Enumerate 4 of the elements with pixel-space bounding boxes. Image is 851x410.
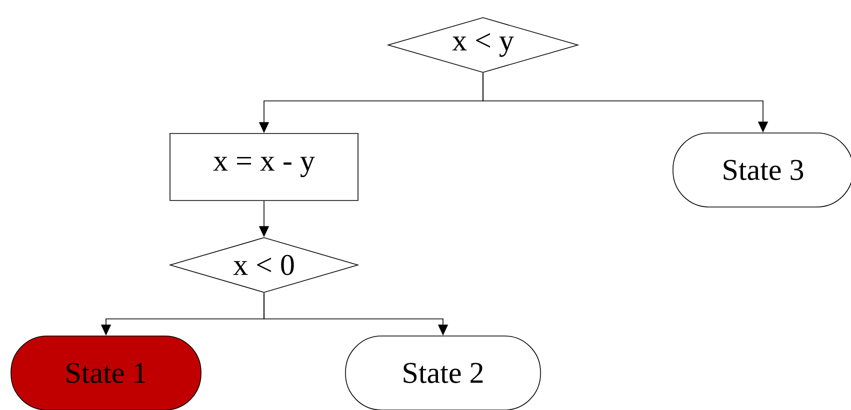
process-box: x = x - y: [170, 133, 358, 201]
state-terminal: State 2: [345, 336, 541, 410]
state-terminal: State 3: [672, 132, 851, 208]
state-terminal: State 1: [10, 336, 202, 410]
